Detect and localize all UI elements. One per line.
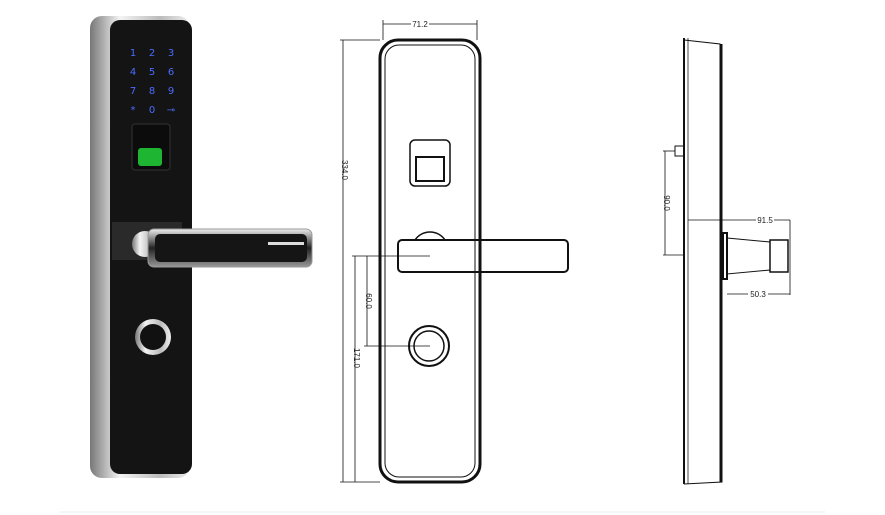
handle-cylinder-dimension-label: 60.0 <box>364 293 373 309</box>
lever-face <box>155 234 307 262</box>
product-photo: 1 2 3 4 5 6 7 8 9 * 0 ⊸ <box>90 16 313 478</box>
label-bg <box>411 18 429 29</box>
fingerprint-window <box>415 156 445 182</box>
side-body <box>683 39 723 485</box>
keypad-key: 5 <box>149 67 155 78</box>
side-button <box>674 145 685 157</box>
key-cylinder-core <box>140 324 166 350</box>
keypad-key: 1 <box>130 48 136 59</box>
fingerprint-glow <box>138 148 162 166</box>
keypad-key: 3 <box>168 48 174 59</box>
keypad: 1 2 3 4 5 6 7 8 9 * 0 ⊸ <box>130 48 175 116</box>
front-view-drawing <box>340 20 569 484</box>
front-inner-outline <box>384 44 476 478</box>
keypad-key: 0 <box>149 105 155 116</box>
front-dimensions <box>340 20 478 483</box>
keypad-key: 6 <box>168 67 174 78</box>
handle-bottom-dimension-label: 171.0 <box>352 348 361 369</box>
keypad-key: 4 <box>130 67 136 78</box>
handle-end <box>769 239 789 273</box>
keypad-key: ⊸ <box>167 105 175 116</box>
label-bg <box>756 214 774 224</box>
rose-outline <box>414 231 446 241</box>
label-bg <box>748 288 768 298</box>
keypad-key: * <box>131 105 136 116</box>
handle-base <box>722 232 728 280</box>
keypad-key: 7 <box>130 86 136 97</box>
width-dimension-label: 71.2 <box>412 20 428 29</box>
height-dimension-label: 334.0 <box>340 160 349 181</box>
handle-depth-dimension-label: 50.3 <box>750 290 766 299</box>
keypad-key: 2 <box>149 48 155 59</box>
handle-neck <box>726 237 771 275</box>
lever-stripe <box>268 242 304 245</box>
keypad-key: 8 <box>149 86 155 97</box>
keypad-key: 9 <box>168 86 174 97</box>
fingerprint-outline <box>409 139 451 187</box>
depth-dimension-label: 91.5 <box>757 216 773 225</box>
front-outline <box>378 38 482 484</box>
spacing-dimension-label: 90.0 <box>662 195 671 211</box>
side-view-drawing <box>663 38 791 485</box>
